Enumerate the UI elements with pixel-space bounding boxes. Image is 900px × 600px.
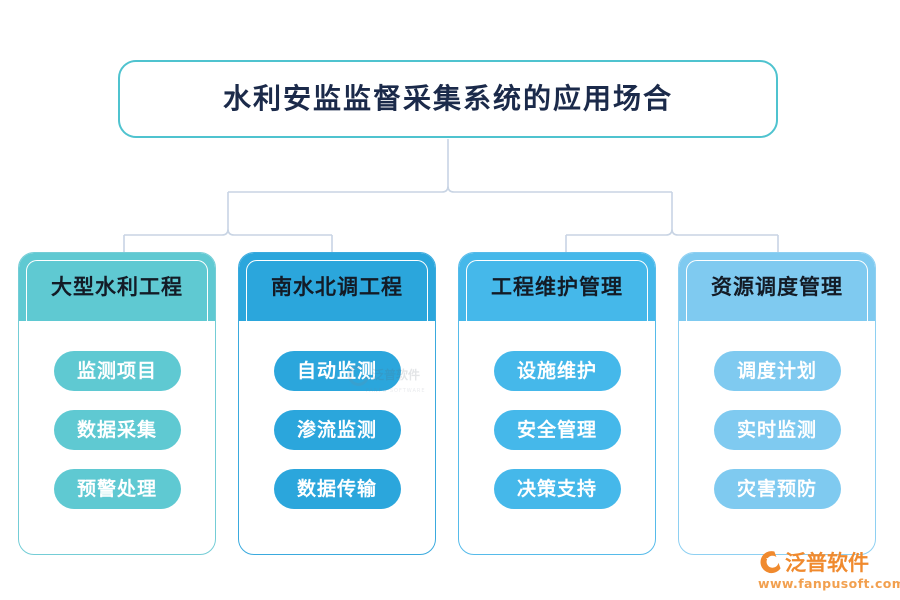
list-item[interactable]: 实时监测 — [713, 410, 841, 450]
branch-items-2: 自动监测 渗流监测 数据传输 — [239, 321, 435, 509]
list-item[interactable]: 监测项目 — [53, 351, 181, 391]
brand-url: www.fanpusoft.com — [758, 576, 900, 591]
list-item[interactable]: 灾害预防 — [713, 469, 841, 509]
branch-items-1: 监测项目 数据采集 预警处理 — [19, 321, 215, 509]
list-item[interactable]: 安全管理 — [493, 410, 621, 450]
branch-header-4: 资源调度管理 — [679, 253, 875, 331]
list-item[interactable]: 设施维护 — [493, 351, 621, 391]
brand-logo: 泛普软件 www.fanpusoft.com — [757, 551, 900, 591]
branch-header-2: 南水北调工程 — [239, 253, 435, 331]
list-item[interactable]: 自动监测 — [273, 351, 401, 391]
branch-header-3: 工程维护管理 — [459, 253, 655, 331]
list-item[interactable]: 调度计划 — [713, 351, 841, 391]
branch-header-label-4: 资源调度管理 — [711, 274, 843, 299]
branch-header-label-1: 大型水利工程 — [51, 274, 183, 299]
list-item[interactable]: 数据传输 — [273, 469, 401, 509]
branch-header-label-2: 南水北调工程 — [271, 274, 403, 299]
branch-items-3: 设施维护 安全管理 决策支持 — [459, 321, 655, 509]
fanpu-swoosh-icon — [757, 551, 781, 575]
list-item[interactable]: 决策支持 — [493, 469, 621, 509]
brand-name: 泛普软件 — [785, 550, 869, 575]
branch-header-label-3: 工程维护管理 — [491, 274, 623, 299]
branch-card-4[interactable]: 资源调度管理 调度计划 实时监测 灾害预防 — [678, 252, 876, 555]
list-item[interactable]: 数据采集 — [53, 410, 181, 450]
branch-card-1[interactable]: 大型水利工程 监测项目 数据采集 预警处理 — [18, 252, 216, 555]
list-item[interactable]: 渗流监测 — [273, 410, 401, 450]
branch-items-4: 调度计划 实时监测 灾害预防 — [679, 321, 875, 509]
diagram-title-box: 水利安监监督采集系统的应用场合 — [118, 60, 778, 138]
branch-header-1: 大型水利工程 — [19, 253, 215, 331]
list-item[interactable]: 预警处理 — [53, 469, 181, 509]
page-title: 水利安监监督采集系统的应用场合 — [222, 82, 673, 115]
branch-card-3[interactable]: 工程维护管理 设施维护 安全管理 决策支持 — [458, 252, 656, 555]
branch-card-2[interactable]: 南水北调工程 自动监测 渗流监测 数据传输 — [238, 252, 436, 555]
